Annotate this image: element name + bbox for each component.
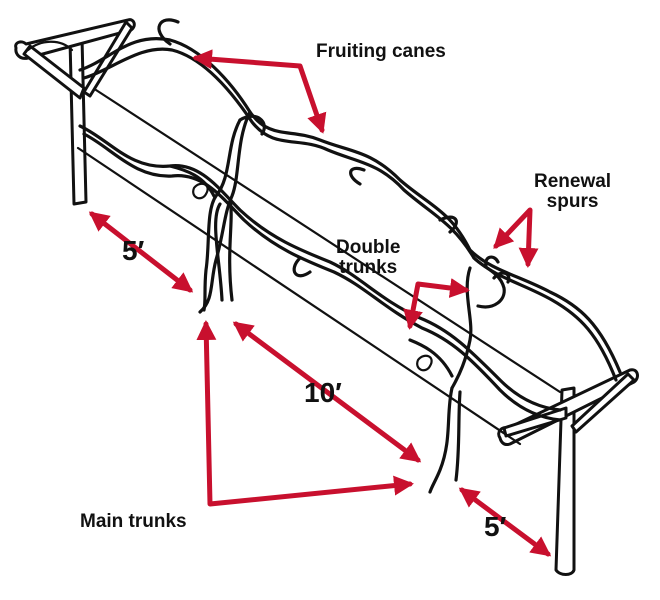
- left-post: [14, 18, 136, 206]
- label-fruiting-canes: Fruiting canes: [316, 41, 446, 62]
- label-renewal-spurs: Renewal spurs: [534, 172, 611, 212]
- label-dimension-middle: 10′: [304, 377, 342, 408]
- label-double-trunks-line2: trunks: [339, 256, 398, 278]
- label-renewal-spurs-line2: spurs: [546, 190, 599, 212]
- arrow-double-trunks: [403, 278, 470, 330]
- vine-left: [168, 110, 266, 314]
- label-main-trunks: Main trunks: [80, 511, 187, 532]
- arrow-dimension-left: [88, 211, 194, 293]
- annotation-arrows: [88, 49, 552, 557]
- label-renewal-spurs-line1: Renewal: [534, 171, 612, 192]
- fruiting-canes-drawing: [78, 18, 622, 422]
- label-dimension-left: 5′: [122, 235, 145, 266]
- label-dimension-right: 5′: [484, 511, 507, 542]
- arrow-dimension-right: [458, 487, 552, 557]
- arrow-renewal-spurs: [493, 207, 539, 268]
- trellis-wires: [76, 88, 562, 446]
- label-double-trunks-line1: Double: [336, 237, 401, 258]
- arrow-main-trunks: [196, 320, 414, 507]
- arrow-fruiting-canes: [192, 49, 327, 134]
- label-double-trunks: Double trunks: [336, 238, 400, 278]
- right-post: [497, 368, 639, 576]
